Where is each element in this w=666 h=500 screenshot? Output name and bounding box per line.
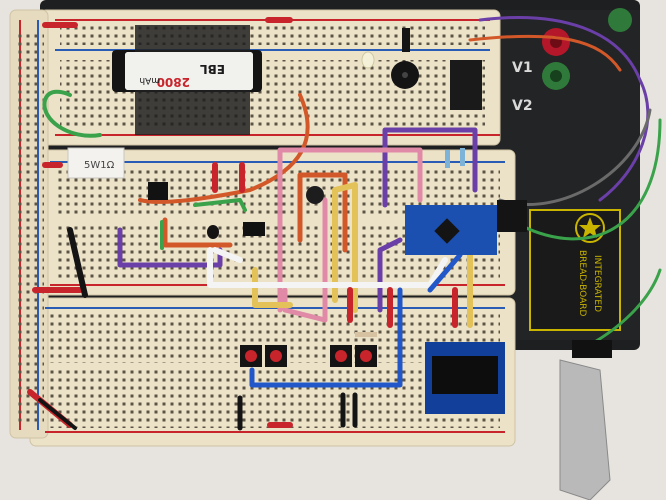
binding-posts: V1 V2 (512, 8, 632, 114)
jumper-wires (42, 16, 662, 388)
battery-unit: mAh (139, 75, 160, 85)
battery-brand: EBL (200, 62, 225, 76)
logo-line2: BREAD-BOARD (577, 250, 587, 316)
usb-cable-icon (559, 340, 612, 500)
led-icon (361, 51, 375, 69)
terminal-v1-label: V1 (512, 60, 533, 76)
logo-line1: INTEGRATED (592, 255, 602, 312)
breadboard-logo: INTEGRATED BREAD-BOARD (529, 209, 621, 331)
battery-capacity: 2800 (157, 75, 190, 89)
terminal-v2-label: V2 (512, 98, 533, 114)
short-jumpers (27, 17, 458, 431)
power-resistor: 5W1Ω (67, 147, 125, 179)
small-components (148, 148, 465, 337)
battery-holder-icon: EBL 2800 mAh (112, 25, 262, 135)
buzzer-icon (391, 28, 419, 89)
resistor-marking: 5W1Ω (84, 160, 115, 171)
header-connector (450, 60, 482, 110)
arduino-board-icon (405, 200, 527, 255)
push-button-icon (240, 345, 377, 367)
oled-display-icon (425, 342, 505, 414)
